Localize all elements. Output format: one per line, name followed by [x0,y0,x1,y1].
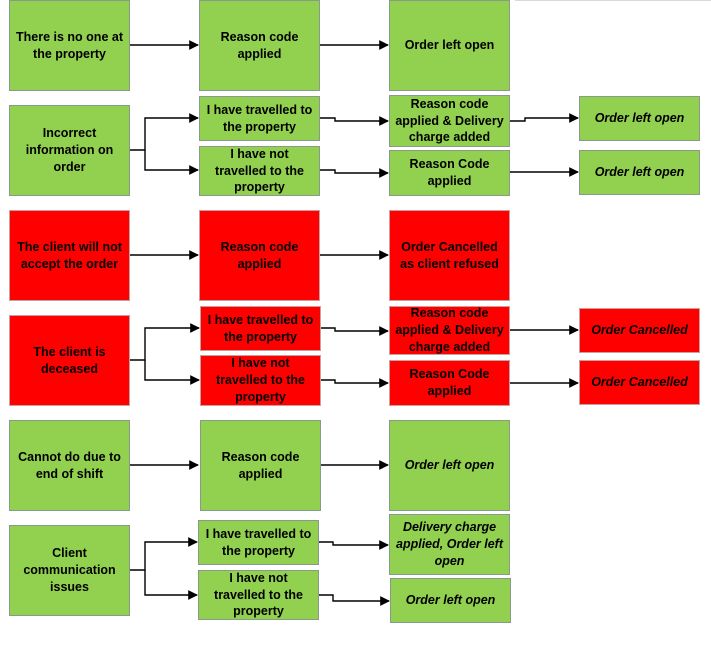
arrow-r2-b1 [320,168,389,178]
row4-branch2-result-box: Reason Code applied [389,360,510,406]
row6-branch1-step-box: I have travelled to the property [198,520,319,565]
row1-step-box: Reason code applied [199,0,320,91]
arrow-r2-split [130,113,199,151]
row2-branch2-outcome-box: Order left open [579,150,700,195]
row5-cause-box: Cannot do due to end of shift [9,420,130,511]
arrow-r4-a1 [320,326,389,336]
row1-outcome-box: Order left open [389,0,510,91]
row4-branch1-outcome-box: Order Cancelled [579,308,700,353]
arrow-r2-a2 [510,113,579,123]
row3-step-box: Reason code applied [199,210,320,301]
row2-branch1-outcome-box: Order left open [579,96,700,141]
row6-branch1-outcome-box: Delivery charge applied, Order left open [389,514,510,575]
row3-outcome-box: Order Cancelled as client refused [389,210,510,301]
arrow-r6-b1 [318,594,390,606]
row6-cause-box: Client communication issues [9,525,130,616]
row1-cause-box: There is no one at the property [9,0,130,91]
row4-cause-box: The client is deceased [9,315,130,406]
row4-branch1-result-box: Reason code applied & Delivery charge ad… [389,306,510,355]
row4-branch2-outcome-box: Order Cancelled [579,360,700,405]
row4-branch2-step-box: I have not travelled to the property [200,355,321,406]
arrow-r2-a1 [320,116,389,126]
top-rule [515,0,711,1]
row3-cause-box: The client will not accept the order [9,210,130,301]
row2-branch2-step-box: I have not travelled to the property [199,146,320,196]
arrow-r2-split-b [144,150,199,175]
row5-step-box: Reason code applied [200,420,321,511]
row2-branch1-step-box: I have travelled to the property [199,96,320,141]
row2-branch1-result-box: Reason code applied & Delivery charge ad… [389,95,510,147]
row4-branch1-step-box: I have travelled to the property [200,306,321,351]
row6-branch2-step-box: I have not travelled to the property [198,570,319,620]
arrow-r6-split-b [144,570,198,600]
row6-branch2-outcome-box: Order left open [390,578,511,623]
arrow-r4-split [130,323,200,361]
row2-branch2-result-box: Reason Code applied [389,150,510,196]
arrow-r4-split-b [144,360,200,385]
row5-outcome-box: Order left open [389,420,510,511]
arrow-r6-split [130,537,198,571]
arrow-r6-a1 [318,540,389,550]
arrow-r4-b1 [320,378,389,388]
row2-cause-box: Incorrect information on order [9,105,130,196]
